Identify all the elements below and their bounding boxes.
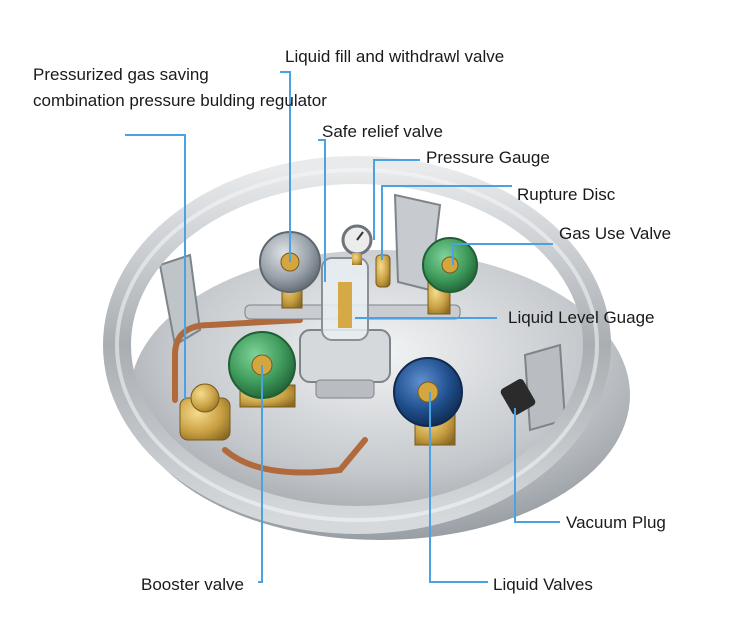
manifold bbox=[244, 257, 461, 399]
leader-vacuum-plug bbox=[514, 408, 560, 523]
leader-pgs-regulator bbox=[125, 134, 186, 400]
pressure-gauge bbox=[341, 224, 373, 265]
leader-liquid-fill bbox=[280, 71, 291, 262]
pressure-building-regulator bbox=[179, 383, 231, 441]
leader-booster bbox=[258, 365, 263, 583]
liquid-valve bbox=[393, 357, 463, 446]
label-pressurized-gas-saving-line1: Pressurized gas saving bbox=[33, 65, 209, 84]
label-liquid-level-gauge: Liquid Level Guage bbox=[508, 308, 655, 327]
label-liquid-fill-valve: Liquid fill and withdrawl valve bbox=[285, 47, 505, 66]
label-safe-relief-valve: Safe relief valve bbox=[322, 122, 443, 141]
copper-tube-bottom bbox=[222, 437, 368, 476]
label-vacuum-plug: Vacuum Plug bbox=[566, 513, 666, 532]
gas-use-valve bbox=[422, 237, 478, 315]
copper-tube-left bbox=[172, 317, 303, 403]
label-rupture-disc: Rupture Disc bbox=[517, 185, 616, 204]
vacuum-plug bbox=[500, 378, 536, 416]
label-liquid-valves: Liquid Valves bbox=[493, 575, 593, 594]
bracket-left bbox=[158, 253, 202, 347]
label-pressure-gauge: Pressure Gauge bbox=[426, 148, 550, 167]
leader-gas-use bbox=[452, 243, 553, 265]
leader-safe-relief bbox=[318, 139, 326, 282]
ring-highlight bbox=[115, 168, 599, 522]
leader-pressure-gauge bbox=[373, 159, 420, 240]
label-booster-valve: Booster valve bbox=[141, 575, 244, 594]
leader-rupture-disc bbox=[381, 185, 512, 260]
label-pressurized-gas-saving-line2: combination pressure bulding regulator bbox=[33, 91, 327, 110]
leader-liquid-valves bbox=[429, 392, 488, 583]
label-gas-use-valve: Gas Use Valve bbox=[559, 224, 672, 243]
leader-lines bbox=[125, 71, 560, 583]
